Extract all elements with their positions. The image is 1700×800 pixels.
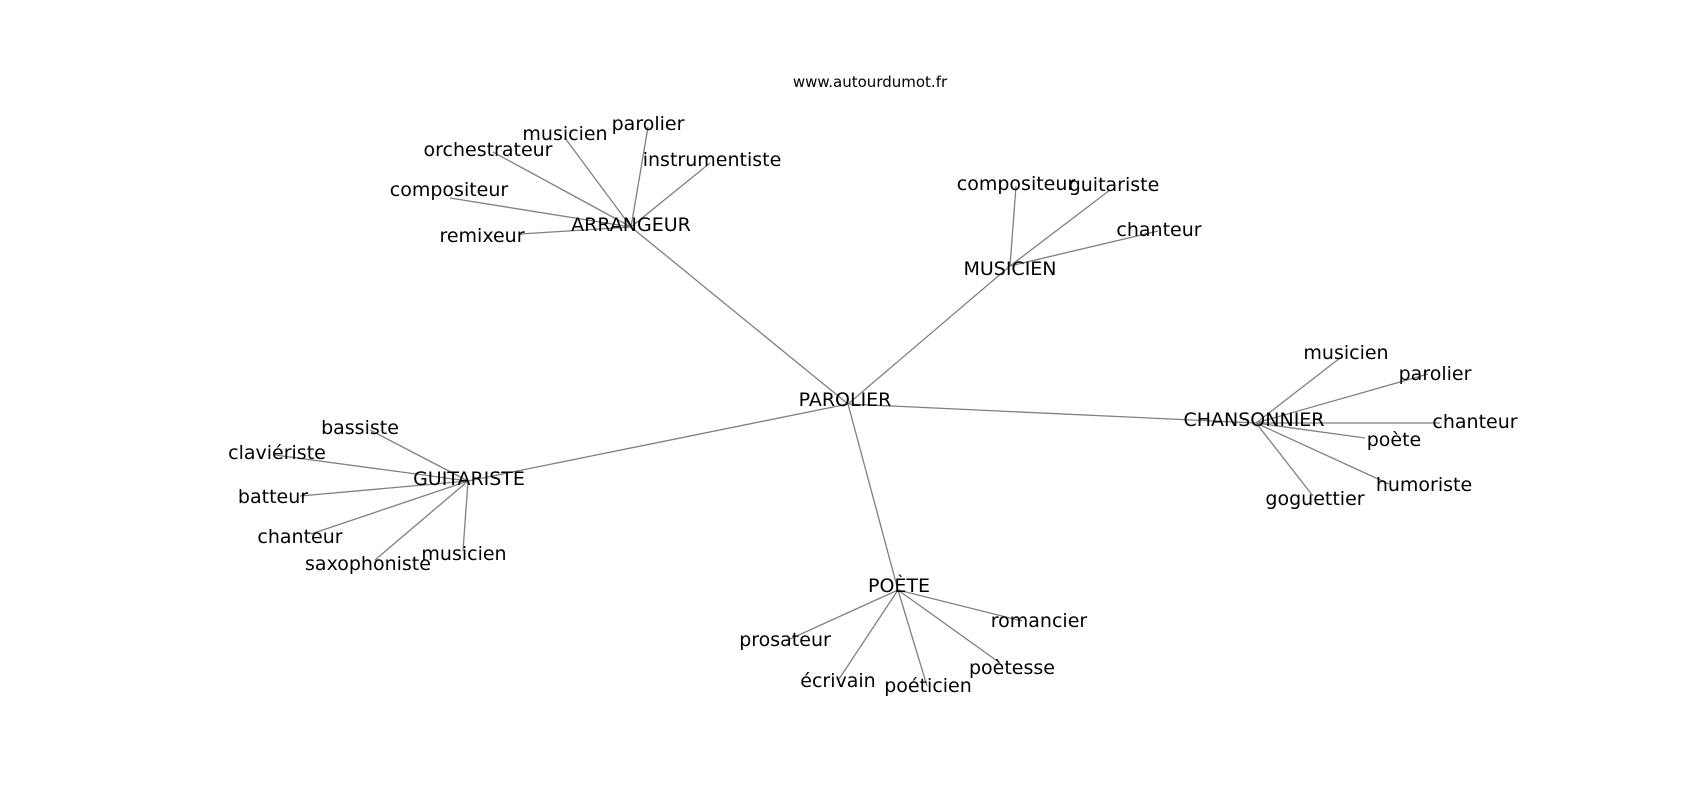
edge-chansonnier-poete [1255,422,1366,439]
leaf-node-chansonnier-musicien: musicien [1303,342,1388,364]
edge-center-chansonnier [847,403,1257,424]
edge-center-musicien [847,265,1011,405]
edge-musicien-guitariste [1009,189,1111,267]
edge-guitariste-clavieriste [274,454,469,482]
leaf-node-arrangeur-orchestrateur: orchestrateur [424,139,553,161]
edge-musicien-compositeur [1009,185,1017,267]
hub-node-musicien: MUSICIEN [963,258,1056,280]
leaf-node-arrangeur-remixeur: remixeur [439,225,524,247]
edge-arrangeur-compositeur [449,197,632,228]
edge-guitariste-chanteur [310,480,469,535]
leaf-node-arrangeur-compositeur: compositeur [390,179,509,201]
leaf-node-guitariste-chanteur: chanteur [257,526,342,548]
hub-node-poete: POÈTE [868,574,930,597]
edge-musicien-chanteur [1009,230,1159,267]
edge-guitariste-batteur [299,480,469,497]
leaf-node-guitariste-saxophoniste: saxophoniste [305,553,431,575]
edge-center-guitariste [467,403,849,482]
edge-arrangeur-parolier [630,126,649,228]
leaf-node-poete-ecrivain: écrivain [800,670,875,692]
leaf-node-musicien-chanteur: chanteur [1116,219,1201,241]
leaf-node-arrangeur-parolier: parolier [612,113,685,135]
edge-guitariste-musicien [462,480,469,552]
edge-chansonnier-humoriste [1255,422,1390,485]
leaf-node-arrangeur-musicien: musicien [522,123,607,145]
edge-chansonnier-musicien [1255,357,1341,424]
leaf-node-musicien-guitariste: guitariste [1069,174,1160,196]
leaf-node-chansonnier-goguettier: goguettier [1265,488,1364,510]
hub-node-chansonnier: CHANSONNIER [1183,409,1324,431]
leaf-node-guitariste-batteur: batteur [238,486,308,508]
source-watermark: www.autourdumot.fr [792,73,948,91]
edge-center-poete [847,403,899,591]
edge-arrangeur-orchestrateur [492,151,632,228]
leaf-node-chansonnier-parolier: parolier [1399,363,1472,385]
leaf-node-chansonnier-humoriste: humoriste [1376,474,1472,496]
edge-arrangeur-remixeur [519,226,632,235]
edge-guitariste-bassiste [369,429,469,482]
leaf-node-poete-poeticien: poéticien [884,675,972,697]
leaf-node-poete-poetesse: poètesse [969,657,1055,679]
edges-layer [274,126,1440,687]
leaf-node-guitariste-clavieriste: claviériste [228,442,326,464]
edge-guitariste-saxophoniste [374,480,469,561]
leaf-node-chansonnier-poete: poète [1367,429,1422,451]
hub-node-arrangeur: ARRANGEUR [571,214,691,236]
edge-poete-poetesse [897,589,1001,664]
leaf-node-guitariste-musicien: musicien [421,543,506,565]
edge-chansonnier-goguettier [1255,422,1314,497]
edge-chansonnier-parolier [1255,373,1429,424]
edge-poete-romancier [897,589,1023,622]
edge-poete-prosateur [789,589,899,640]
leaf-node-chansonnier-chanteur: chanteur [1432,411,1517,433]
edge-arrangeur-instrumentiste [630,162,711,228]
edge-arrangeur-musicien [564,137,632,228]
leaf-node-guitariste-bassiste: bassiste [321,417,399,439]
center-node-label: PAROLIER [799,389,892,411]
leaf-node-arrangeur-instrumentiste: instrumentiste [643,149,782,171]
edge-center-arrangeur [630,226,849,405]
leaf-node-musicien-compositeur: compositeur [957,173,1076,195]
leaf-node-poete-romancier: romancier [991,610,1088,632]
hub-node-guitariste: GUITARISTE [413,468,525,490]
edge-poete-poeticien [897,589,928,687]
edge-poete-ecrivain [838,589,899,680]
leaf-node-poete-prosateur: prosateur [739,629,831,651]
